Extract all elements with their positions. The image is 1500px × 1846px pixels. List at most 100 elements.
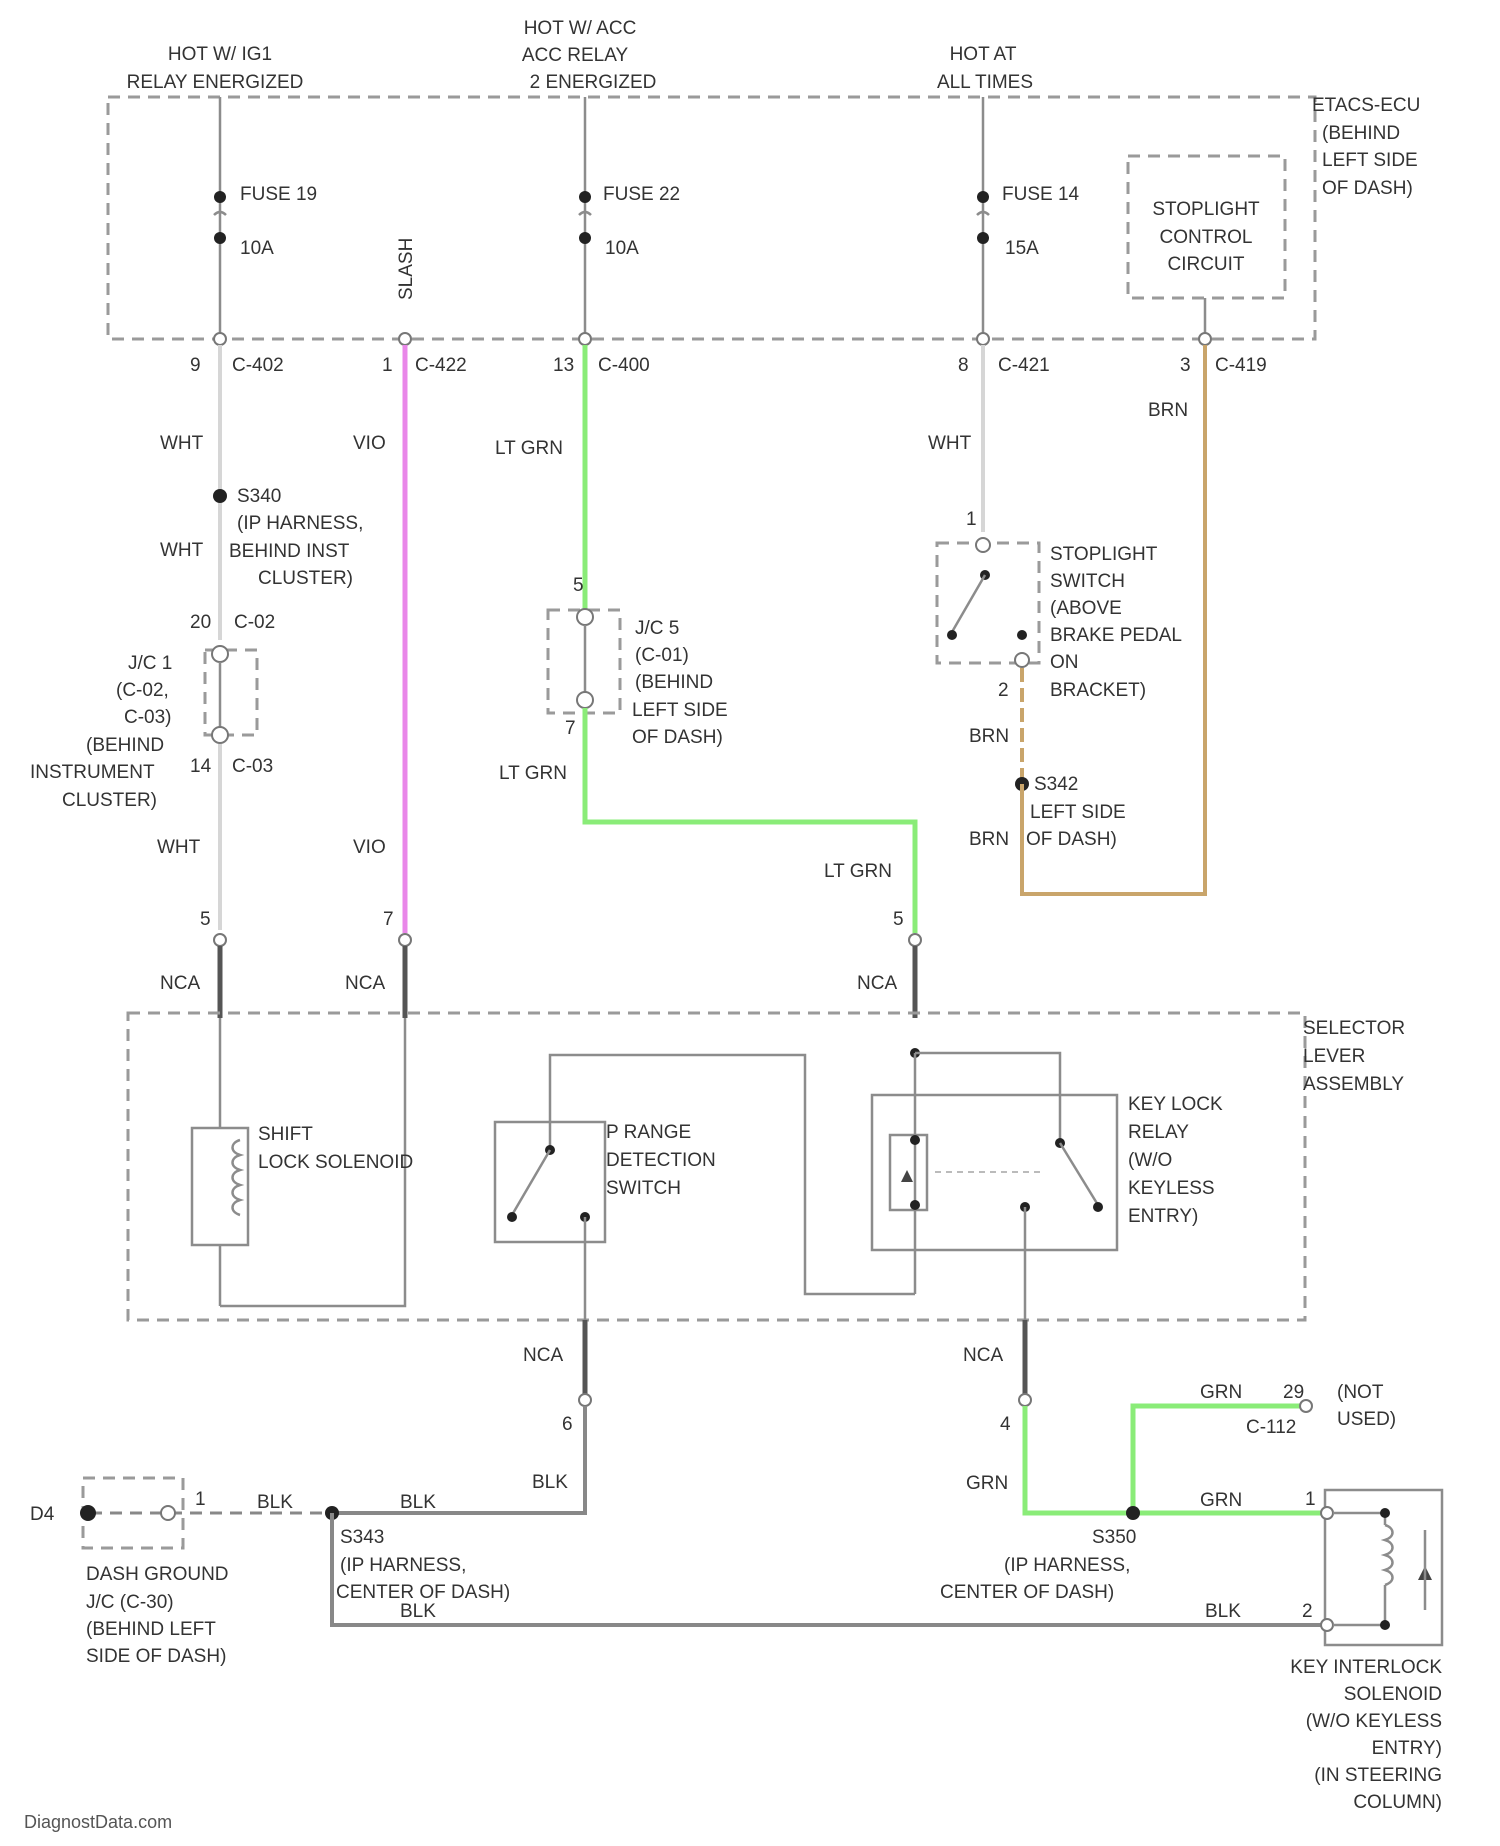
blk-label-2: BLK <box>400 1492 436 1513</box>
power-labels: HOT W/ IG1 RELAY ENERGIZED HOT W/ ACC AC… <box>127 18 1033 93</box>
svg-text:DASH GROUND: DASH GROUND <box>86 1564 229 1585</box>
svg-text:ENTRY): ENTRY) <box>1128 1206 1198 1227</box>
svg-text:KEYLESS: KEYLESS <box>1128 1178 1215 1199</box>
stoplight-switch-box <box>937 543 1039 663</box>
grn-label-2: GRN <box>1200 1490 1242 1511</box>
svg-text:6: 6 <box>562 1414 573 1435</box>
jc5-label: J/C 5 (C-01) (BEHIND LEFT SIDE OF DASH) <box>632 618 728 748</box>
svg-text:9: 9 <box>190 355 201 376</box>
svg-text:C-02: C-02 <box>234 612 275 633</box>
stoplight-switch-label: STOPLIGHT SWITCH (ABOVE BRAKE PEDAL ON B… <box>1050 544 1182 701</box>
key-interlock-solenoid-coil <box>1385 1525 1393 1585</box>
svg-text:1: 1 <box>1305 1489 1316 1510</box>
selector-lever-assembly-label: SELECTOR LEVER ASSEMBLY <box>1303 1018 1405 1095</box>
jc1-box <box>205 650 257 735</box>
key-interlock-solenoid-label: KEY INTERLOCK SOLENOID (W/O KEYLESS ENTR… <box>1290 1657 1442 1813</box>
jc5-terminal-top <box>577 609 593 625</box>
svg-text:SHIFT: SHIFT <box>258 1124 313 1145</box>
svg-text:CLUSTER): CLUSTER) <box>62 790 157 811</box>
svg-text:CENTER OF DASH): CENTER OF DASH) <box>336 1582 510 1603</box>
svg-text:3: 3 <box>1180 355 1191 376</box>
svg-text:OF DASH): OF DASH) <box>1322 178 1413 199</box>
svg-text:RELAY: RELAY <box>1128 1122 1189 1143</box>
svg-text:C-03): C-03) <box>124 707 172 728</box>
svg-text:5: 5 <box>200 909 211 930</box>
jc1-terminal-top <box>212 646 228 662</box>
svg-text:STOPLIGHT: STOPLIGHT <box>1050 544 1158 565</box>
fuse22-label: FUSE 22 <box>603 184 680 205</box>
svg-text:13: 13 <box>553 355 574 376</box>
svg-text:LEVER: LEVER <box>1303 1046 1365 1067</box>
svg-text:INSTRUMENT: INSTRUMENT <box>30 762 155 783</box>
key-lock-relay-label: KEY LOCK RELAY (W/O KEYLESS ENTRY) <box>1128 1094 1223 1227</box>
fuse22-source-label-3: 2 ENERGIZED <box>530 72 657 93</box>
svg-text:DETECTION: DETECTION <box>606 1150 716 1171</box>
vio-label-1: VIO <box>353 433 386 454</box>
jc5-terminal-bottom <box>577 692 593 708</box>
svg-text:KEY INTERLOCK: KEY INTERLOCK <box>1290 1657 1442 1678</box>
fuse14-terminal-top <box>977 191 989 203</box>
svg-text:J/C 1: J/C 1 <box>128 653 172 674</box>
key-lock-relay-contact <box>1060 1143 1098 1205</box>
svg-text:(NOT: (NOT <box>1337 1382 1384 1403</box>
dash-ground-label: DASH GROUND J/C (C-30) (BEHIND LEFT SIDE… <box>86 1564 229 1667</box>
svg-text:OF DASH): OF DASH) <box>1026 829 1117 850</box>
svg-text:SWITCH: SWITCH <box>1050 571 1125 592</box>
nca-label-3: NCA <box>857 973 897 994</box>
svg-text:5: 5 <box>893 909 904 930</box>
etacs-ecu-label: ETACS-ECU (BEHIND LEFT SIDE OF DASH) <box>1312 95 1420 199</box>
lt-grn-label-3: LT GRN <box>824 861 892 882</box>
svg-text:USED): USED) <box>1337 1409 1396 1430</box>
svg-text:J/C (C-30): J/C (C-30) <box>86 1592 174 1613</box>
grn-label-3: GRN <box>1200 1382 1242 1403</box>
svg-text:CENTER OF DASH): CENTER OF DASH) <box>940 1582 1114 1603</box>
fuse14-source-label-2: ALL TIMES <box>937 72 1033 93</box>
svg-text:BRAKE PEDAL: BRAKE PEDAL <box>1050 625 1182 646</box>
fuse19-terminal-top <box>214 191 226 203</box>
svg-text:(IP HARNESS,: (IP HARNESS, <box>237 513 363 534</box>
svg-text:KEY LOCK: KEY LOCK <box>1128 1094 1223 1115</box>
svg-text:ENTRY): ENTRY) <box>1372 1738 1442 1759</box>
svg-text:14: 14 <box>190 756 212 777</box>
wht-label-1: WHT <box>160 433 204 454</box>
svg-text:5: 5 <box>573 575 584 596</box>
svg-text:(C-02,: (C-02, <box>116 680 169 701</box>
svg-text:S350: S350 <box>1092 1527 1136 1548</box>
blk-label-1: BLK <box>532 1472 568 1493</box>
watermark: DiagnostData.com <box>24 1812 172 1832</box>
fuse22-terminal-top <box>579 191 591 203</box>
svg-text:D4: D4 <box>30 1504 55 1525</box>
svg-text:(ABOVE: (ABOVE <box>1050 598 1122 619</box>
brn-label-3: BRN <box>1148 400 1188 421</box>
splice-s340 <box>213 489 227 503</box>
fuse22-source-label: HOT W/ ACC <box>524 18 637 39</box>
svg-text:1: 1 <box>195 1489 206 1510</box>
fuse19-source-label: HOT W/ IG1 <box>168 44 272 65</box>
svg-text:(BEHIND LEFT: (BEHIND LEFT <box>86 1619 216 1640</box>
wht-label-3: WHT <box>157 837 201 858</box>
selector-connector-pins: 5 7 5 <box>200 909 921 946</box>
svg-text:20: 20 <box>190 612 211 633</box>
svg-text:C-112: C-112 <box>1246 1417 1296 1438</box>
splice-s350 <box>1126 1506 1140 1520</box>
svg-text:(W/O KEYLESS: (W/O KEYLESS <box>1306 1711 1442 1732</box>
shift-lock-solenoid-coil <box>233 1140 241 1215</box>
svg-text:BEHIND INST: BEHIND INST <box>229 541 350 562</box>
svg-text:29: 29 <box>1283 1382 1304 1403</box>
fuse14-source-label: HOT AT <box>950 44 1017 65</box>
fuse19-source-label-2: RELAY ENERGIZED <box>127 72 304 93</box>
lt-grn-label-1: LT GRN <box>495 438 563 459</box>
svg-text:1: 1 <box>382 355 393 376</box>
stoplight-control-label-3: CIRCUIT <box>1167 254 1244 275</box>
s340-id: S340 <box>237 486 281 507</box>
wht-label-4: WHT <box>928 433 972 454</box>
svg-text:C-03: C-03 <box>232 756 273 777</box>
svg-text:J/C 5: J/C 5 <box>635 618 679 639</box>
svg-text:C-419: C-419 <box>1215 355 1267 376</box>
fuse19-amp: 10A <box>240 238 274 259</box>
etacs-ecu-box <box>108 97 1315 339</box>
brn-label-2: BRN <box>969 829 1009 850</box>
brn-label-1: BRN <box>969 726 1009 747</box>
svg-text:C-402: C-402 <box>232 355 284 376</box>
